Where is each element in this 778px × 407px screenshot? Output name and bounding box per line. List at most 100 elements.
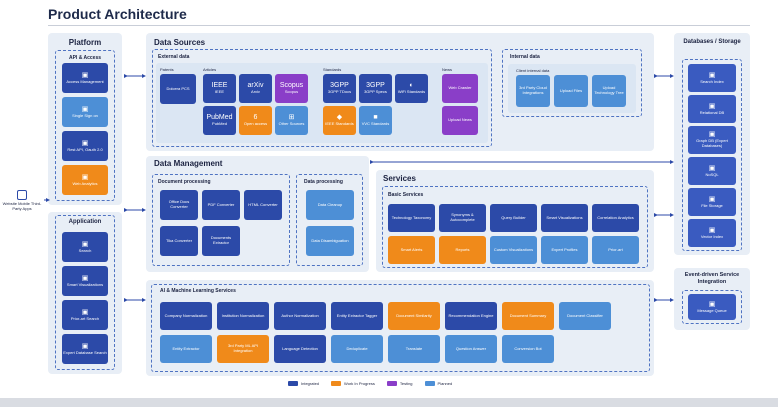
api-access-title: API & Access [68,55,102,61]
basic-services-group [382,186,648,268]
article-source-logo: arXiv [247,82,264,90]
standard-source: ◐WiFi Standards [395,74,428,103]
client-data-title: Client internal data [516,68,550,73]
storage-item-label: Search Index [700,78,724,84]
ai-ml-title: AI & Machine Learning Services [160,288,236,294]
basic-service: Reports [439,236,486,264]
ai-service-label: Author Normalization [281,312,319,318]
legend-item: Integrated [288,381,319,386]
ai-service: Entity Extractor [160,335,212,363]
data-processor-label: Data Disambiguation [311,237,349,243]
key-icon: ▣ [81,105,89,113]
standard-source: ■VVC Standards [359,106,392,135]
internal-source: Upload Technology Tree [592,75,626,107]
standard-source-label: WiFi Standards [397,89,426,95]
basic-services-title: Basic Services [388,192,424,198]
ai-service: Institution Normalization [217,302,269,330]
ai-ml-group [151,284,650,372]
document-processor-label: Documents Extractor [210,235,232,245]
expert-icon: ▣ [81,342,89,350]
ai-service: Conversion Bot [502,335,554,363]
ai-service: Language Detection [274,335,326,363]
ai-service-label: Company Normalization [164,312,208,318]
platform-panel: Platform API & Access ▣Access Management… [48,33,122,205]
ai-service: Deduplicate [331,335,383,363]
legend-swatch [288,381,298,386]
basic-service: Synonyms & Autocomplete [439,204,486,232]
document-processing-group [152,174,290,266]
data-sources-panel: Data Sources External data Patents Artic… [146,33,654,151]
data-processor: Data Disambiguation [306,226,354,256]
event-driven-panel: Event-driven Service Integration ▣Messag… [674,268,750,330]
ai-service: Company Normalization [160,302,212,330]
data-sources-title: Data Sources [154,38,206,47]
basic-service: Expert Profiles [541,236,588,264]
ai-service: Translate [388,335,440,363]
document-processor: Tika Converter [160,226,198,256]
legend-label: Integrated [301,381,320,386]
ai-service-label: Document Similarity [396,312,432,318]
news-source: Web Crawler [442,74,478,103]
ai-service: Document Classifier [559,302,611,330]
internal-source: Upload Files [554,75,588,107]
data-processing-group [296,174,363,266]
document-processor-label: Office Docs Converter [168,199,190,209]
ai-service-label: Deduplicate [346,345,368,351]
ai-service-label: Question Answer [455,345,487,351]
legend-swatch [424,381,435,386]
ai-service-label: Institution Normalization [221,312,265,318]
message-queue-icon: ▣ [708,300,716,308]
document-processor-label: Tika Converter [165,237,193,243]
storage-item-label: Relational DB [699,109,725,115]
standard-source: ◆IEEE Standards [323,106,356,135]
platform-item: ▣Access Management [62,63,108,93]
internal-data-title: Internal data [510,54,540,60]
storage-item-label: File Storage [701,202,723,208]
platform-item-label: Rest API, Oauth 2.0 [67,146,103,152]
article-source-logo: Scopus [279,82,304,90]
services-panel: Services Basic Services Technology Taxon… [376,170,654,272]
ai-service-label: Entity Extractor Tagger [336,312,378,318]
ai-service-label: Language Detection [282,345,318,351]
news-source-label: Web Crawler [448,85,472,91]
devices-icon [17,190,27,200]
document-processor: Documents Extractor [202,226,240,256]
article-source: ⊞Other Sources [275,106,308,135]
basic-service: Prior-art [592,236,639,264]
internal-data-group [502,49,642,117]
ai-ml-panel: AI & Machine Learning Services Company N… [146,280,654,376]
graph-db-icon: ▣ [708,131,716,139]
external-data-group [152,49,492,147]
api-access-group [55,50,115,201]
standard-source-logo: ■ [373,114,378,122]
ai-service: Recommendation Engine [445,302,497,330]
platform-item: ▣Rest API, Oauth 2.0 [62,131,108,161]
file-storage-icon: ▣ [708,195,716,203]
application-title: Application [68,219,102,225]
search-index-icon: ▣ [708,71,716,79]
storage-item: ▣NoSQL [688,157,736,185]
standard-source-logo: 3GPP [366,82,385,90]
nosql-icon: ▣ [708,164,716,172]
event-item-label: Message Queue [697,307,727,313]
news-source: Upload News [442,106,478,135]
api-icon: ▣ [81,139,89,147]
data-processor-label: Data Cleanup [317,201,343,207]
platform-item: ▣Web Analytics [62,165,108,195]
basic-service-label: Synonyms & Autocomplete [450,212,475,222]
news-source-label: Upload News [448,117,472,123]
ai-service-label: Translate [405,345,423,351]
basic-service-label: Correlation Analytics [597,214,634,220]
document-processor: PDF Converter [202,190,240,220]
basic-service-label: Expert Profiles [551,246,578,252]
article-source-label: PubMed [212,121,227,127]
patent-source-label: Dolcera PCS [166,85,190,91]
application-group [55,215,115,370]
document-processor: HTML Converter [244,190,282,220]
basic-service: Smart Visualizations [541,204,588,232]
